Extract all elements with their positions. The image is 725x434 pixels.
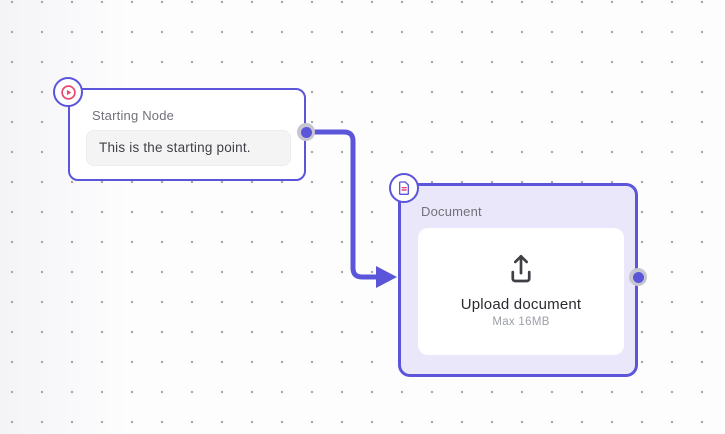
starting-node[interactable]: Starting Node This is the starting point… — [68, 88, 306, 181]
play-circle-icon — [53, 77, 83, 107]
handle-dot — [300, 126, 312, 138]
edge-start-to-document[interactable] — [306, 129, 377, 280]
starting-node-source-handle[interactable] — [297, 123, 315, 141]
upload-label: Upload document — [460, 296, 582, 313]
upload-dropzone[interactable]: Upload document Max 16MB — [418, 228, 624, 355]
document-node-source-handle[interactable] — [629, 268, 647, 286]
upload-icon — [511, 254, 531, 283]
document-node[interactable]: Document Upload document Max 16MB — [398, 183, 638, 377]
upload-max-size: Max 16MB — [492, 316, 550, 328]
starting-node-title: Starting Node — [92, 108, 175, 123]
handle-dot — [632, 271, 644, 283]
document-node-title: Document — [421, 204, 482, 219]
document-icon — [389, 173, 419, 203]
edge-arrowhead-icon — [376, 266, 397, 288]
starting-node-text-field[interactable]: This is the starting point. — [86, 130, 291, 166]
